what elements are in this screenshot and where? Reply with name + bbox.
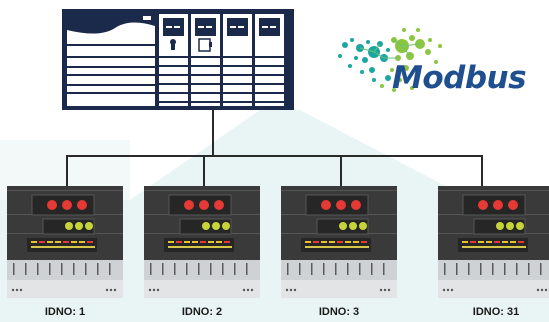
logo-dot [362, 57, 368, 63]
logo-dot [369, 67, 375, 73]
logo-dot [438, 44, 442, 48]
logo-dot [338, 54, 342, 58]
logo-dot [360, 70, 364, 74]
led-yellow [359, 222, 367, 230]
io-device-icon [281, 186, 397, 298]
led-red [478, 200, 488, 210]
bus-drop-master [212, 110, 214, 155]
logo-dot [392, 88, 396, 92]
led-red [47, 200, 57, 210]
led-red [199, 200, 209, 210]
power-module-icon [159, 14, 188, 106]
logo-dot [385, 75, 391, 81]
led-yellow [339, 222, 347, 230]
device-4 [438, 186, 549, 298]
bus-line [66, 155, 482, 157]
logo-dot [409, 35, 415, 41]
led-red [508, 200, 518, 210]
logo-dot [403, 65, 409, 71]
device-label-1: IDNO: 1 [44, 306, 86, 318]
io-module-icon [191, 14, 220, 106]
device-label-2: IDNO: 2 [181, 306, 223, 318]
logo-dot [390, 68, 394, 72]
led-red [351, 200, 361, 210]
led-yellow [75, 222, 83, 230]
logo-dot [416, 28, 420, 32]
led-yellow [65, 222, 73, 230]
logo-dot [342, 42, 348, 48]
modbus-logo-text: Modbus [392, 60, 527, 96]
led-red [336, 200, 346, 210]
led-red [214, 200, 224, 210]
logo-dot [428, 38, 432, 42]
led-red [77, 200, 87, 210]
logo-dot [398, 78, 402, 82]
bus-drop-2 [203, 155, 205, 186]
io-module-icon [255, 14, 284, 106]
bus-drop-3 [340, 155, 342, 186]
bus-drop-1 [66, 155, 68, 186]
logo-dot [434, 60, 438, 64]
led-yellow [516, 222, 524, 230]
logo-dot [410, 86, 414, 90]
logo-dot [386, 48, 390, 52]
device-label-4: IDNO: 31 [472, 306, 520, 318]
led-red [321, 200, 331, 210]
io-device-icon [438, 186, 549, 298]
logo-dot [354, 56, 358, 60]
logo-dot [372, 78, 376, 82]
logo-dot [348, 64, 352, 68]
io-device-icon [144, 186, 260, 298]
led-yellow [212, 222, 220, 230]
led-yellow [496, 222, 504, 230]
io-device-icon [7, 186, 123, 298]
led-yellow [222, 222, 230, 230]
device-3 [281, 186, 397, 298]
device-1 [7, 186, 123, 298]
logo-dot [380, 84, 384, 88]
io-module-icon [223, 14, 252, 106]
device-2 [144, 186, 260, 298]
led-red [184, 200, 194, 210]
logo-dot [350, 38, 354, 42]
led-yellow [85, 222, 93, 230]
logo-dot [425, 49, 431, 55]
led-red [493, 200, 503, 210]
led-yellow [506, 222, 514, 230]
logo-dot [366, 40, 370, 44]
device-label-3: IDNO: 3 [318, 306, 360, 318]
bus-drop-4 [481, 155, 483, 186]
led-red [62, 200, 72, 210]
logo-dot [402, 28, 406, 32]
led-yellow [202, 222, 210, 230]
led-yellow [349, 222, 357, 230]
